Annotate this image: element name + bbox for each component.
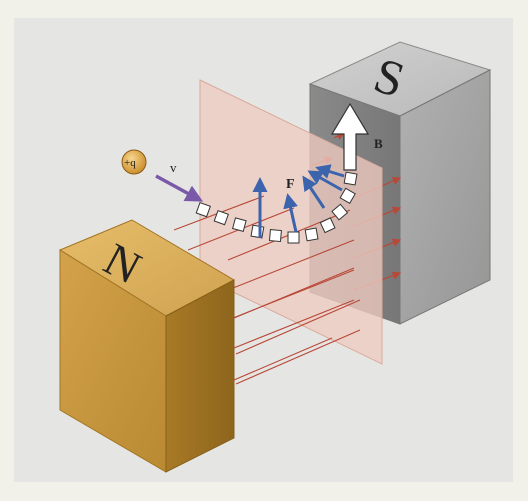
south-magnet-side <box>399 69 491 325</box>
path-square <box>339 187 356 205</box>
velocity-label: v <box>170 160 177 175</box>
force-arrow <box>283 193 298 233</box>
force-label: F <box>286 177 295 192</box>
force-arrows <box>252 164 345 238</box>
path-square <box>304 227 319 242</box>
charge-label: +q <box>124 157 136 169</box>
path-square <box>195 201 211 218</box>
north-magnet-side <box>165 279 235 473</box>
velocity-arrow <box>155 174 204 202</box>
path-square <box>213 209 229 226</box>
path-square <box>287 231 300 244</box>
north-magnet: N <box>58 219 236 473</box>
force-arrow <box>315 164 345 179</box>
force-arrow <box>302 175 326 209</box>
path-square <box>343 171 358 186</box>
field-arrow-b <box>330 102 370 171</box>
path-square <box>232 217 247 232</box>
path-square <box>268 229 282 243</box>
field-label: B <box>374 136 383 151</box>
path-square <box>250 224 265 239</box>
diagram-panel: S <box>14 18 513 482</box>
path-square <box>319 217 336 234</box>
charge <box>121 149 147 175</box>
charge-path <box>195 171 358 244</box>
path-square <box>331 203 349 221</box>
field-lines-lower <box>233 267 355 381</box>
magnetic-force-diagram: S <box>58 41 492 473</box>
